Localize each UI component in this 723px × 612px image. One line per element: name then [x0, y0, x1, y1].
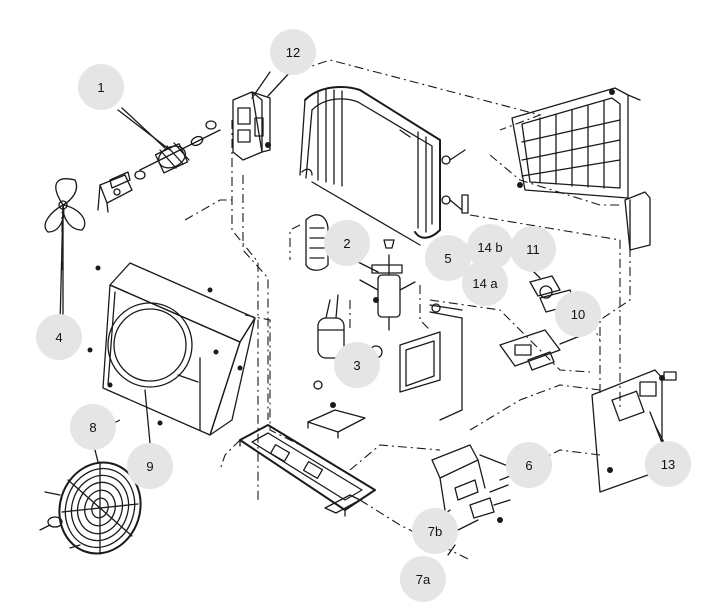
compressor-part — [305, 214, 383, 439]
assembly-guide-lines — [61, 59, 631, 561]
condenser-coil-part — [299, 86, 469, 246]
fan-motor-part — [117, 109, 221, 180]
reversing-valve-part — [359, 239, 416, 331]
callout-8: 8 — [70, 404, 116, 450]
callout-14b: 14 b — [467, 224, 513, 270]
callout-7b: 7b — [412, 508, 458, 554]
callout-11: 11 — [510, 226, 556, 272]
piping-part — [399, 303, 463, 421]
rear-grille-panel-part — [511, 87, 641, 199]
coil-fins — [317, 89, 427, 233]
propeller-fan-part — [44, 178, 86, 326]
front-cabinet-part — [87, 262, 256, 436]
callout-1: 1 — [78, 64, 124, 110]
motor-bracket-part — [97, 171, 133, 213]
callout-4: 4 — [36, 314, 82, 360]
fan-guard-part — [39, 461, 142, 555]
callout-12: 12 — [270, 29, 316, 75]
callout-6: 6 — [506, 442, 552, 488]
callout-7a: 7a — [400, 556, 446, 602]
base-pan-part — [239, 424, 376, 517]
control-bracket-part — [232, 71, 271, 161]
callout-3: 3 — [334, 342, 380, 388]
callout-2: 2 — [324, 220, 370, 266]
callout-10: 10 — [555, 291, 601, 337]
callout-9: 9 — [127, 443, 173, 489]
callout-13: 13 — [645, 441, 691, 487]
